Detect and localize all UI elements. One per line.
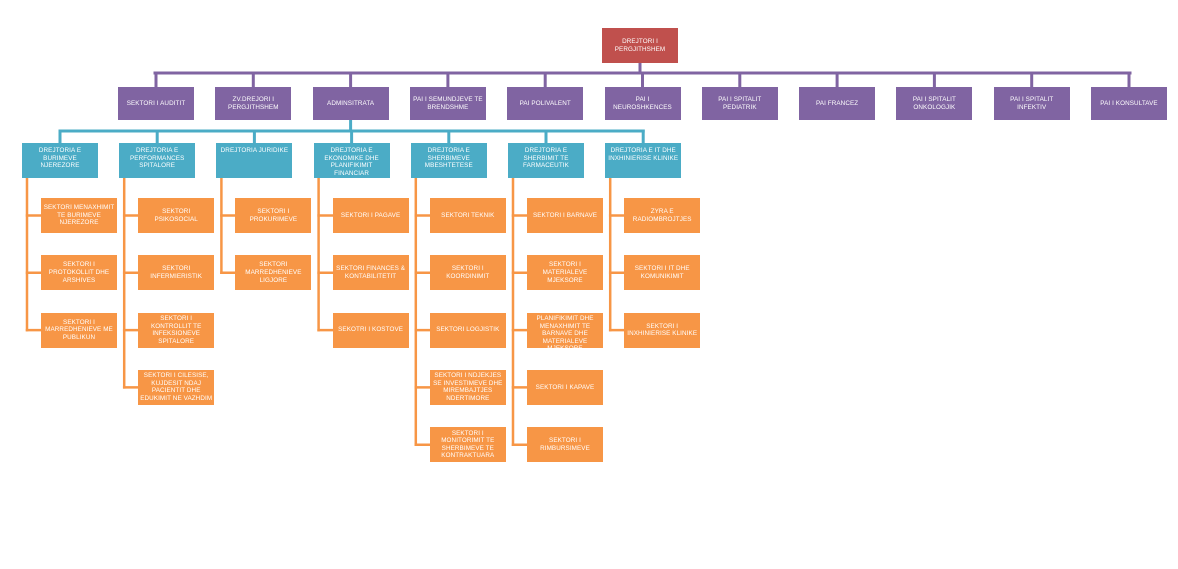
sector-box: SEKTORI I RIMBURSIMEVE	[527, 427, 603, 463]
sector-box: SEKTORI FINANCES & KONTABILITETIT	[332, 255, 409, 291]
sector-box: SEKTORI I MONITORIMIT TE SHERBIMEVE TE K…	[429, 427, 506, 463]
root-box: DREJTORI I PERGJITHSHEM	[602, 28, 678, 63]
sector-box: SEKTORI I CILESISE, KUJDESIT NDAJ PACIEN…	[138, 369, 215, 405]
sector-box: SEKTORI I NDJEKJES SE INVESTIMEVE DHE MI…	[429, 369, 506, 405]
directorate-box: DREJTORIA E SHERBIMIT TE FARMACEUTIK	[508, 143, 584, 178]
sector-box: SEKTORI I KOORDINIMIT	[429, 255, 506, 291]
sector-box: ZYRA E RADIOMBROJTJES	[624, 198, 701, 233]
sector-box: SEKTORI TEKNIK	[429, 198, 506, 233]
level1-box: PAI POLIVALENT	[507, 87, 584, 120]
directorate-box: DREJTORIA E IT DHE INXHINIERISE KLINIKE	[605, 143, 682, 178]
sector-box: SEKTORI MARREDHENIEVE LIGJORE	[235, 255, 312, 291]
sector-box: SEKTORI I MATERIALEVE MJEKSORE	[527, 255, 603, 291]
directorate-box: DREJTORIA E EKONOMIKE DHE PLANIFIKIMIT F…	[313, 143, 390, 178]
sector-box: SEKTORI MENAXHIMIT TE BURIMEVE NJEREZORE	[41, 198, 117, 233]
level1-box: PAI I SEMUNDJEVE TE BRENDSHME	[409, 87, 486, 120]
level1-box: ADMINSITRATA	[312, 87, 389, 120]
directorate-box: DREJTORIA E BURIMEVE NJEREZORE	[22, 143, 98, 178]
sector-box: SEKTORI I KONTROLLIT TE INFEKSIONEVE SPI…	[138, 312, 215, 348]
level1-box: SEKTORI I AUDITIT	[118, 87, 194, 120]
level1-box: PAI I KONSULTAVE	[1091, 87, 1167, 120]
sector-box: SEKTORI PSIKOSOCIAL	[138, 198, 215, 233]
level1-box: PAI I SPITALIT PEDIATRIK	[701, 87, 778, 120]
sector-box: SEKTORI I IT DHE KOMUNIKIMIT	[624, 255, 701, 291]
sector-box: SEKTORI LOGJISTIK	[429, 312, 506, 348]
level1-box: PAI FRANCEZ	[799, 87, 876, 120]
sector-box: SEKTORI I PLANIFIKIMIT DHE MENAXHIMIT TE…	[527, 312, 603, 348]
sector-box: SEKTORI I PROTOKOLLIT DHE ARSHIVES	[41, 255, 117, 291]
sector-box: SEKTORI I PROKURIMEVE	[235, 198, 312, 233]
sector-box: SEKTORI I MARREDHENIEVE ME PUBLIKUN	[41, 312, 117, 348]
sector-box: SEKTORI I PAGAVE	[332, 198, 409, 233]
sector-box: SEKTORI INFERMIERISTIK	[138, 255, 215, 291]
directorate-box: DREJTORIA E PERFORMANCES SPITALORE	[119, 143, 196, 178]
level1-box: PAI I NEUROSHKENCES	[604, 87, 681, 120]
sector-box: SEKTORI I BARNAVE	[527, 198, 603, 233]
sector-box: SEKTORI I INXHINIERISE KLINIKE	[624, 312, 701, 348]
sector-box: SEKTORI I KAPAVE	[527, 369, 603, 405]
sector-box: SEKOTRI I KOSTOVE	[332, 312, 409, 348]
directorate-box: DREJTORIA JURIDIKE	[216, 143, 293, 178]
level1-box: PAI I SPITALIT ONKOLOGJIK	[896, 87, 973, 120]
level1-box: PAI I SPITALIT INFEKTIV	[993, 87, 1070, 120]
directorate-box: DREJTORIA E SHERBIMEVE MBESHTETESE	[410, 143, 487, 178]
level1-box: ZV.DREJORI I PERGJITHSHEM	[215, 87, 292, 120]
